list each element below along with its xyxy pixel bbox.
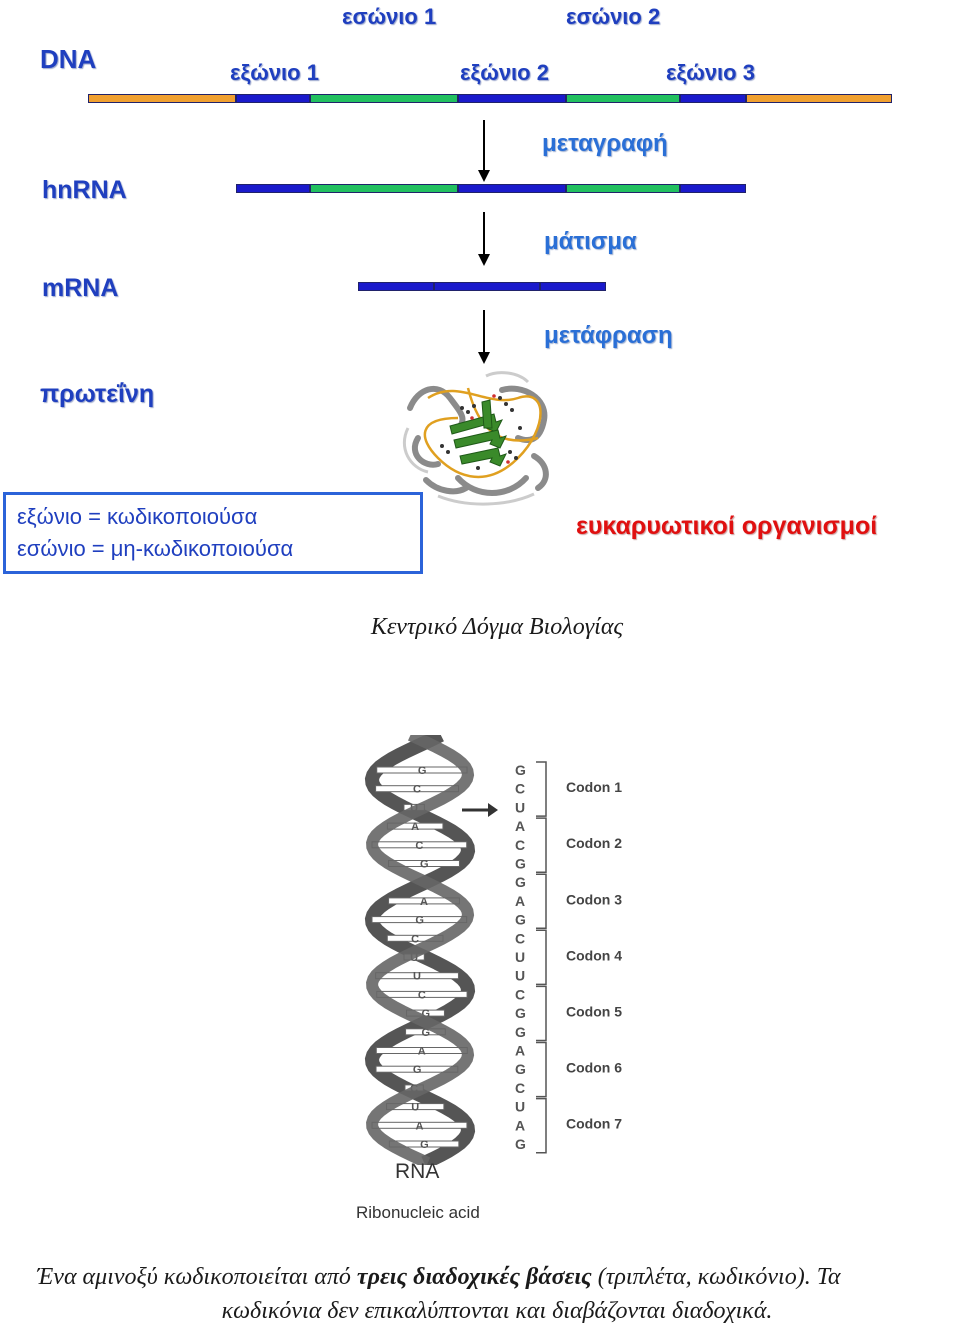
codon-bracket [536, 986, 546, 1040]
helix-base-letter: C [418, 989, 426, 1001]
step-transcription-label: μεταγραφή [542, 130, 668, 158]
rna-base: A [515, 1043, 525, 1059]
codon-label: Codon 4 [566, 947, 622, 963]
caption-part-2: (τριπλέτα, κωδικόνιο). Τα [592, 1264, 841, 1290]
figure-2-caption-line-2: κωδικόνια δεν επικαλύπτονται και διαβάζο… [0, 1298, 960, 1325]
helix-base-letter: C [415, 840, 423, 852]
rna-base: G [515, 856, 526, 872]
rna-base: U [515, 1099, 525, 1115]
arrow-head-splicing [478, 254, 490, 266]
codon-bracket [536, 818, 546, 872]
rna-subtitle: Ribonucleic acid [356, 1203, 480, 1223]
caption-bold: τρεις διαδοχικές βάσεις [357, 1264, 592, 1290]
helix-base-letter: G [418, 765, 427, 777]
helix-base-letter: A [418, 1046, 426, 1058]
step-splicing-label: μάτισμα [544, 228, 637, 256]
rna-base: U [515, 799, 525, 815]
protein-label: πρωτεΐνη [40, 380, 154, 409]
rna-helix-diagram: GCUACGGAGCUUCGGAGCUAGGCUACGGAGCUUCGGAGCU… [340, 735, 640, 1165]
exon-2-label: εξώνιο 2 [460, 60, 549, 86]
dna-label: DNA [40, 44, 96, 75]
step-translation-label: μετάφραση [544, 322, 673, 350]
rna-base: U [515, 968, 525, 984]
rna-base: G [515, 1005, 526, 1021]
codon-label: Codon 3 [566, 891, 622, 907]
protein-structure-image [398, 368, 564, 508]
hnrna-label: hnRNA [42, 176, 127, 205]
eukaryotes-label: ευκαρυωτικοί οργανισμοί [576, 512, 877, 541]
helix-base-letter: U [413, 971, 421, 983]
helix-base-letter: A [420, 896, 428, 908]
helix-base-letter: G [420, 859, 429, 871]
arrow-head-transcription [478, 170, 490, 182]
dna-intron-1 [310, 94, 458, 103]
dna-intron-2 [566, 94, 680, 103]
rna-base: C [515, 1080, 525, 1096]
rna-base: A [515, 1117, 525, 1133]
figure-2-caption-line-1: Ένα αμινοξύ κωδικοποιείται από τρεις δια… [37, 1264, 840, 1291]
codon-label: Codon 2 [566, 835, 622, 851]
helix-base-letter: G [415, 915, 424, 927]
helix-base-letter: U [411, 1102, 419, 1114]
rna-base: G [515, 874, 526, 890]
codon-label: Codon 5 [566, 1003, 622, 1019]
helix-base-letter: A [411, 821, 419, 833]
codon-label: Codon 7 [566, 1116, 622, 1132]
rna-base: C [515, 781, 525, 797]
caption-part-1: Ένα αμινοξύ κωδικοποιείται από [37, 1264, 357, 1290]
arrow-translation [483, 310, 485, 354]
rna-base: G [515, 912, 526, 928]
dna-exon-1 [236, 94, 310, 103]
rna-base: C [515, 837, 525, 853]
codon-label: Codon 6 [566, 1060, 622, 1076]
rna-base: A [515, 893, 525, 909]
codon-bracket [536, 930, 546, 984]
helix-base-letter: G [420, 1139, 429, 1151]
dna-exon-2 [458, 94, 566, 103]
mrna-exon-2 [434, 282, 540, 291]
helix-base-letter: C [411, 933, 419, 945]
direction-arrow-head [488, 803, 498, 817]
rna-base: G [515, 762, 526, 778]
rna-title: RNA [395, 1160, 439, 1184]
rna-base: C [515, 986, 525, 1002]
codon-label: Codon 1 [566, 779, 622, 795]
exon-3-label: εξώνιο 3 [666, 60, 755, 86]
rna-base: G [515, 1024, 526, 1040]
hnrna-exon-2 [458, 184, 566, 193]
rna-base: A [515, 818, 525, 834]
mrna-exon-3 [540, 282, 606, 291]
intron-1-top-label: εσώνιο 1 [342, 4, 436, 30]
dna-utr-left [88, 94, 236, 103]
helix-base-letter: A [415, 1120, 423, 1132]
hnrna-exon-3 [680, 184, 746, 193]
helix-base-letter: G [413, 1064, 422, 1076]
codon-bracket [536, 762, 546, 816]
arrow-transcription [483, 120, 485, 172]
rna-base: U [515, 949, 525, 965]
legend-box: εξώνιο = κωδικοποιούσα εσώνιο = μη-κωδικ… [3, 492, 423, 574]
legend-intron-line: εσώνιο = μη-κωδικοποιούσα [17, 536, 293, 562]
mrna-exon-1 [358, 282, 434, 291]
exon-1-label: εξώνιο 1 [230, 60, 319, 86]
hnrna-intron-2 [566, 184, 680, 193]
hnrna-exon-1 [236, 184, 310, 193]
rna-base: G [515, 1136, 526, 1152]
intron-2-top-label: εσώνιο 2 [566, 4, 660, 30]
dna-utr-right [746, 94, 892, 103]
hnrna-intron-1 [310, 184, 458, 193]
legend-exon-line: εξώνιο = κωδικοποιούσα [17, 504, 257, 530]
figure-1-caption: Κεντρικό Δόγμα Βιολογίας [0, 614, 960, 641]
codon-bracket [536, 1043, 546, 1097]
rna-base: G [515, 1061, 526, 1077]
arrow-head-translation [478, 352, 490, 364]
arrow-splicing [483, 212, 485, 256]
dna-exon-3 [680, 94, 746, 103]
helix-base-letter: C [413, 784, 421, 796]
codon-bracket [536, 874, 546, 928]
codon-bracket [536, 1099, 546, 1153]
rna-base: C [515, 930, 525, 946]
mrna-label: mRNA [42, 274, 118, 303]
